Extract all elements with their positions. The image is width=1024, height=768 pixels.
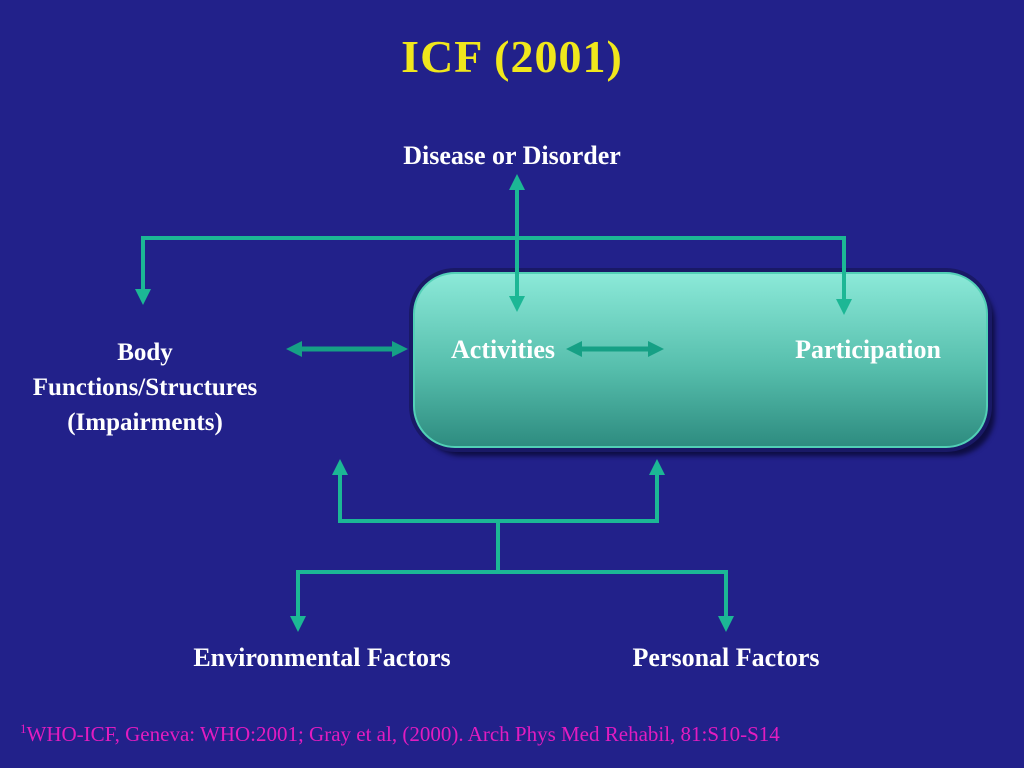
bracket-bottom-down (290, 570, 734, 632)
citation-superscript: 1 (20, 721, 27, 736)
body-line-3: (Impairments) (67, 409, 223, 436)
label-activities: Activities (451, 335, 555, 364)
label-body-functions: Body Functions/Structures (Impairments) (2, 335, 288, 440)
label-environmental-factors: Environmental Factors (193, 643, 451, 672)
citation-text: WHO-ICF, Geneva: WHO:2001; Gray et al, (… (26, 722, 780, 746)
slide-title: ICF (2001) (401, 31, 623, 82)
bracket-bottom-up (332, 459, 665, 572)
label-participation: Participation (795, 335, 941, 364)
citation: 1WHO-ICF, Geneva: WHO:2001; Gray et al, … (20, 721, 780, 747)
activities-participation-box (413, 272, 988, 448)
label-personal-factors: Personal Factors (632, 643, 820, 672)
label-disease-or-disorder: Disease or Disorder (403, 141, 621, 170)
body-line-2: Functions/Structures (32, 374, 258, 401)
body-line-1: Body (117, 339, 173, 366)
arrow-bodyfunctions-activities (286, 341, 408, 357)
